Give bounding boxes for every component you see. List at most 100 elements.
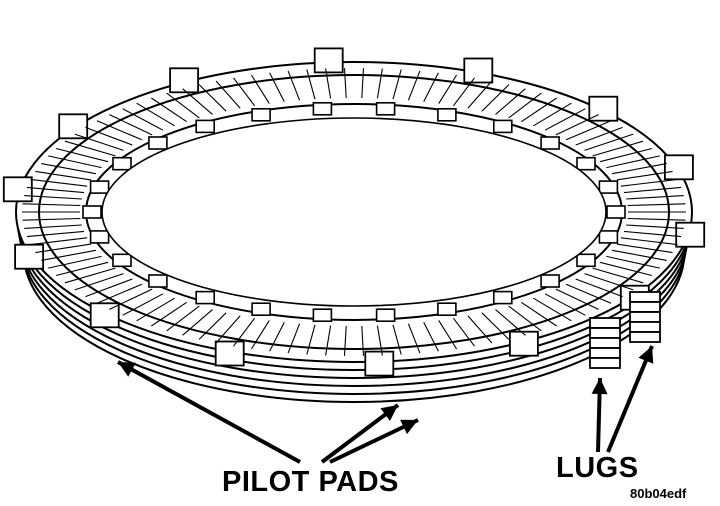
hatch-line xyxy=(520,301,558,327)
arrow-shaft xyxy=(329,418,419,464)
hatch-line xyxy=(606,155,660,169)
spline-tooth xyxy=(540,136,560,150)
hatch-line xyxy=(438,320,458,350)
spline-tooth xyxy=(89,180,110,194)
stacked-lug xyxy=(589,357,621,369)
hatch-line xyxy=(565,120,612,141)
stacked-lug xyxy=(629,301,661,313)
hatch-line xyxy=(407,70,421,101)
hatch-line xyxy=(30,237,88,246)
hatch-line xyxy=(616,243,673,254)
hatch-line xyxy=(508,92,542,119)
hatch-line xyxy=(620,237,678,246)
spline-tooth xyxy=(606,205,626,219)
hatch-line xyxy=(35,170,92,181)
inner-splines xyxy=(82,102,626,323)
stacked-lug-blocks xyxy=(589,291,661,369)
hatch-line xyxy=(306,324,316,355)
spline-tooth xyxy=(195,119,215,134)
outer-lug xyxy=(58,113,89,140)
spline-tooth xyxy=(598,180,619,194)
hatch-line xyxy=(166,305,200,332)
stacked-lug xyxy=(629,331,661,343)
hatch-line xyxy=(584,133,634,151)
hatch-line xyxy=(555,114,599,136)
hatch-line xyxy=(495,88,526,115)
arrow-head xyxy=(380,405,398,421)
hatch-line xyxy=(627,217,686,221)
hatch-line xyxy=(620,178,678,187)
hatch-line xyxy=(74,273,124,291)
hatch-line xyxy=(376,68,383,99)
hatch-line xyxy=(599,261,653,277)
hatch-line xyxy=(575,278,623,298)
hatch-line xyxy=(467,315,493,344)
hatch-line xyxy=(592,267,644,284)
hatch-line xyxy=(85,126,133,146)
outer-lug xyxy=(364,350,395,377)
hatch-line xyxy=(423,322,439,352)
spline-tooth xyxy=(576,253,596,268)
spline-tooth xyxy=(251,302,271,317)
hatch-line xyxy=(343,325,347,356)
hatch-line xyxy=(306,69,316,100)
hatch-line xyxy=(233,77,256,107)
hatch-line xyxy=(136,297,175,322)
outer-lug xyxy=(169,67,200,94)
hatch-line xyxy=(30,178,88,187)
hatch-line xyxy=(24,195,82,200)
hatch-line xyxy=(22,203,81,207)
spline-tooth xyxy=(437,108,457,122)
hatch-line xyxy=(41,249,97,261)
spline-tooth xyxy=(437,302,457,317)
friction-hatching xyxy=(22,68,686,356)
arrow-head xyxy=(591,378,608,395)
hatch-line xyxy=(544,108,586,131)
hatch-line xyxy=(533,297,572,322)
hatch-line xyxy=(287,70,301,101)
spline-tooth xyxy=(148,136,168,150)
outer-lug xyxy=(14,243,45,270)
stacked-lug xyxy=(629,311,661,323)
hatch-line xyxy=(96,120,143,141)
hatch-line xyxy=(392,69,402,100)
callout-arrows xyxy=(117,345,654,464)
hatch-line xyxy=(611,249,667,261)
hatch-line xyxy=(533,102,572,127)
outer-lugs xyxy=(2,47,706,377)
hatch-line xyxy=(48,155,102,169)
hatch-line xyxy=(623,186,682,194)
hatch-line xyxy=(376,325,383,356)
hatch-line xyxy=(565,283,612,304)
spline-tooth xyxy=(251,108,271,122)
hatch-line xyxy=(452,317,475,347)
hatch-line xyxy=(122,293,164,316)
spline-tooth xyxy=(375,102,396,116)
spline-tooth xyxy=(312,308,333,323)
hatch-line xyxy=(407,323,421,354)
hatch-line xyxy=(627,203,686,207)
stacked-lug xyxy=(629,291,661,303)
spline-tooth xyxy=(375,308,396,323)
stacked-lug xyxy=(589,347,621,359)
spline-tooth xyxy=(195,290,215,305)
pilot-pads-label: PILOT PADS xyxy=(222,466,399,498)
spline-tooth xyxy=(598,230,619,244)
hatch-line xyxy=(85,278,133,298)
hatch-line xyxy=(198,84,227,112)
hatch-line xyxy=(166,92,200,119)
arrow-shaft xyxy=(117,360,301,464)
hatch-line xyxy=(392,324,402,355)
spline-tooth xyxy=(492,290,513,305)
hatch-line xyxy=(575,126,623,146)
hatch-line xyxy=(55,147,109,163)
hatch-line xyxy=(182,88,213,115)
hatch-line xyxy=(22,217,81,221)
spline-tooth xyxy=(540,274,560,288)
hatch-line xyxy=(269,72,285,102)
arrow-shaft xyxy=(606,345,654,453)
spline-tooth xyxy=(312,102,333,116)
hatch-line xyxy=(287,323,301,354)
hatch-line xyxy=(26,186,85,194)
stacked-lug xyxy=(589,317,621,329)
